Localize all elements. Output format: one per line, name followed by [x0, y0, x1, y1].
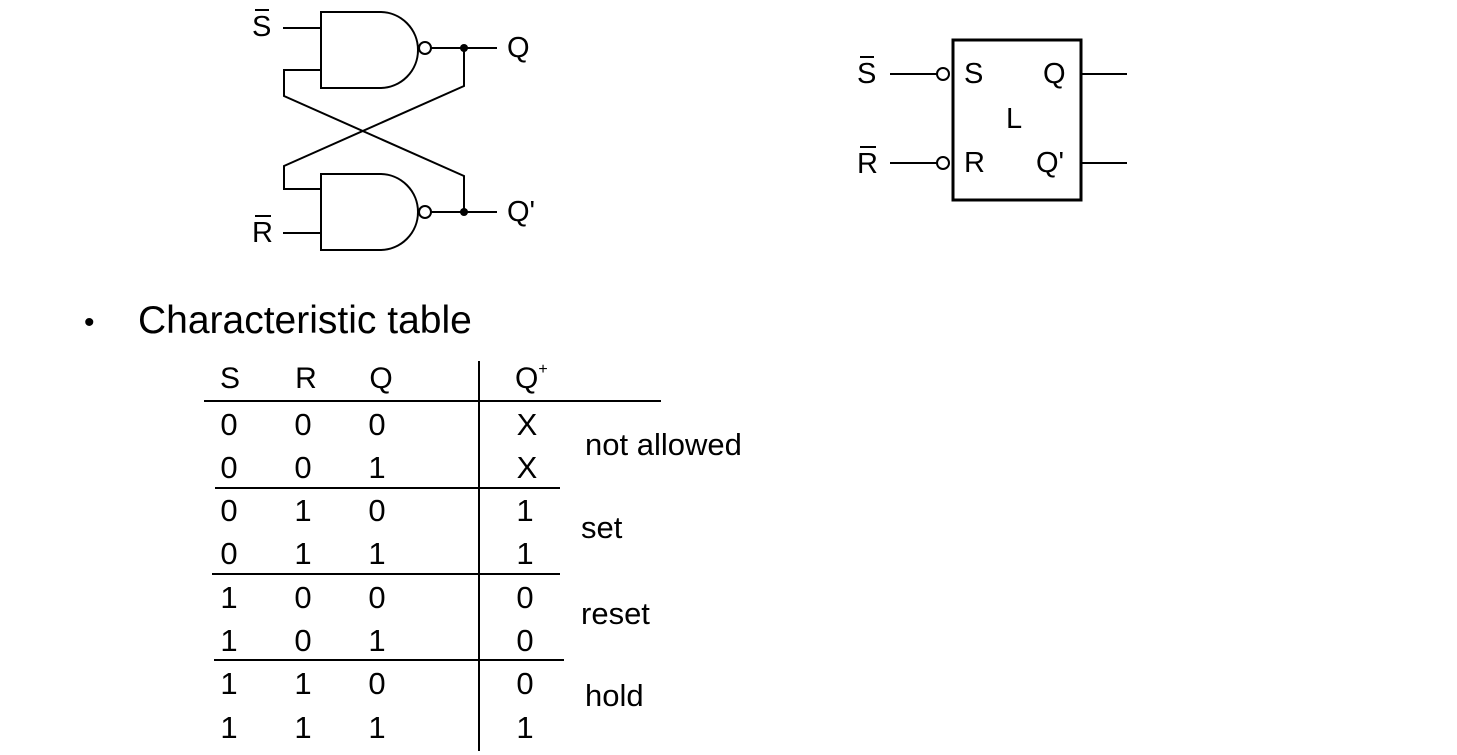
latch-r-bar-label: R [252, 215, 273, 249]
latch-q-not-label: Q' [507, 196, 536, 228]
header-r: R [295, 362, 317, 395]
bullet-point: • [84, 306, 95, 339]
table-cell: X [516, 450, 538, 485]
group-label-set: set [581, 510, 623, 545]
table-cell: 1 [516, 710, 534, 745]
table-cell: 1 [516, 493, 534, 528]
table-cell: 1 [368, 450, 386, 485]
table-cell: 1 [368, 710, 386, 745]
header-rule [204, 400, 661, 402]
block-pin-q-not-label: Q' [1036, 147, 1065, 179]
q-feedback-wire [283, 48, 465, 190]
block-pin-q-label: Q [1043, 58, 1066, 90]
table-cell: 0 [220, 450, 238, 485]
table-cell: 0 [368, 407, 386, 442]
table-cell: 1 [294, 666, 312, 701]
column-divider [478, 361, 480, 751]
q-not-feedback-wire [283, 69, 465, 212]
table-cell: 0 [516, 666, 534, 701]
table-cell: 1 [368, 536, 386, 571]
section-heading: Characteristic table [138, 299, 472, 342]
table-cell: 1 [220, 580, 238, 615]
header-s: S [219, 362, 240, 395]
header-q-next-superscript: + [538, 361, 548, 378]
table-cell: 0 [294, 407, 312, 442]
group-rule-3 [214, 659, 564, 661]
top-nand-gate [320, 11, 419, 89]
group-label-reset: reset [581, 596, 650, 631]
table-cell: 1 [294, 536, 312, 571]
top-gate-inversion-bubble [418, 41, 432, 55]
block-s-bar-label: S [857, 56, 877, 90]
table-cell: 0 [220, 407, 238, 442]
table-cell: 1 [220, 666, 238, 701]
bottom-gate-inversion-bubble [418, 205, 432, 219]
block-pin-s-label: S [964, 58, 984, 90]
table-cell: 0 [294, 580, 312, 615]
table-cell: 0 [220, 493, 238, 528]
group-rule-2 [212, 573, 560, 575]
group-rule-1 [215, 487, 560, 489]
table-cell: 0 [294, 450, 312, 485]
group-label-hold: hold [585, 678, 644, 713]
block-r-bar-label: R [857, 146, 878, 180]
table-cell: 1 [294, 710, 312, 745]
bottom-nand-gate [320, 173, 419, 251]
table-cell: X [516, 407, 538, 442]
table-cell: 0 [220, 536, 238, 571]
table-cell: 0 [516, 580, 534, 615]
header-q: Q [369, 362, 393, 395]
table-cell: 0 [368, 580, 386, 615]
block-pin-r-label: R [964, 147, 985, 179]
table-cell: 1 [294, 493, 312, 528]
table-cell: 1 [220, 710, 238, 745]
q-junction-dot [460, 44, 468, 52]
table-cell: 0 [294, 623, 312, 658]
group-label-not-allowed: not allowed [585, 427, 742, 462]
latch-q-label: Q [507, 32, 530, 64]
table-cell: 1 [368, 623, 386, 658]
table-cell: 0 [516, 623, 534, 658]
table-cell: 1 [516, 536, 534, 571]
block-center-label: L [1006, 103, 1023, 135]
table-cell: 0 [368, 493, 386, 528]
latch-s-bar-label: S [252, 9, 272, 43]
header-q-next: Q+ [515, 361, 548, 395]
table-cell: 0 [368, 666, 386, 701]
q-not-junction-dot [460, 208, 468, 216]
table-cell: 1 [220, 623, 238, 658]
